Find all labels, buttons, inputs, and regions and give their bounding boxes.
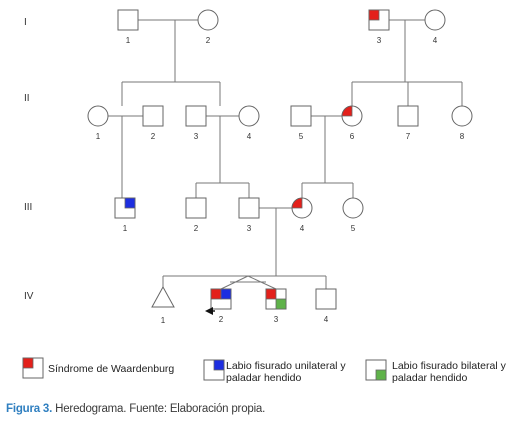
individual-number: 2 (206, 36, 211, 45)
individual-number: 3 (377, 36, 382, 45)
individual-II-3: 3 (185, 105, 207, 141)
legend-label: paladar hendido (392, 372, 467, 384)
legend-item-waardenburg: Síndrome de Waardenburg (22, 357, 174, 379)
individuals: 1 2 3 4 1 2 3 4 5 6 7 8 1 2 3 4 5 1 2 3 4 (87, 9, 473, 325)
individual-II-1: 1 (87, 105, 109, 141)
legend-label: Labio fisurado bilateral y (392, 360, 507, 372)
individual-I-3: 3 (368, 9, 390, 45)
legend: Síndrome de Waardenburg Labio fisurado un… (22, 357, 507, 384)
male-symbol (142, 105, 164, 127)
individual-number: 2 (194, 224, 199, 233)
legend-label: Labio fisurado unilateral y (226, 360, 346, 372)
individual-II-7: 7 (397, 105, 419, 141)
individual-number: 5 (299, 132, 304, 141)
individual-number: 1 (161, 316, 166, 325)
individual-III-4: 4 (291, 197, 313, 233)
individual-number: 4 (247, 132, 252, 141)
proband-arrow-head (205, 307, 213, 315)
individual-number: 4 (433, 36, 438, 45)
individual-number: 3 (247, 224, 252, 233)
individual-III-3: 3 (238, 197, 260, 233)
male-symbol (397, 105, 419, 127)
generation-label-II: II (24, 93, 30, 104)
trait-labio_unilateral (124, 197, 136, 209)
female-symbol (238, 105, 260, 127)
trait-labio_bilateral (275, 298, 287, 310)
individual-number: 4 (300, 224, 305, 233)
caption-text: Heredograma. Fuente: Elaboración propia. (52, 403, 266, 415)
individual-number: 7 (406, 132, 411, 141)
legend-label: paladar hendido (226, 372, 301, 384)
individual-number: 1 (126, 36, 131, 45)
individual-II-6: 6 (341, 105, 363, 141)
individual-number: 1 (96, 132, 101, 141)
individual-number: 2 (219, 315, 224, 324)
male-symbol (238, 197, 260, 219)
legend-label: Síndrome de Waardenburg (48, 363, 174, 375)
male-symbol (117, 9, 139, 31)
trait-waardenburg (368, 9, 380, 21)
legend-swatch (375, 369, 387, 381)
individual-IV-3: 3 (265, 288, 287, 324)
individual-I-2: 2 (197, 9, 219, 45)
individual-I-1: 1 (117, 9, 139, 45)
individual-II-4: 4 (238, 105, 260, 141)
generation-label-I: I (24, 17, 27, 28)
male-symbol (185, 105, 207, 127)
individual-IV-1: 1 (151, 285, 175, 325)
figure-caption: Figura 3. Heredograma. Fuente: Elaboraci… (6, 403, 265, 415)
individual-III-2: 2 (185, 197, 207, 233)
individual-II-8: 8 (451, 105, 473, 141)
trait-waardenburg (341, 105, 353, 117)
individual-number: 5 (351, 224, 356, 233)
generation-label-III: III (24, 202, 32, 213)
female-symbol (451, 105, 473, 127)
caption-lead: Figura 3. (6, 403, 53, 415)
female-symbol (342, 197, 364, 219)
female-symbol (87, 105, 109, 127)
individual-IV-4: 4 (315, 288, 337, 324)
individual-number: 1 (123, 224, 128, 233)
trait-waardenburg (291, 197, 303, 209)
individual-II-2: 2 (142, 105, 164, 141)
female-symbol (424, 9, 446, 31)
individual-III-1: 1 (114, 197, 136, 233)
unknown-sex-symbol (151, 285, 175, 308)
female-symbol (197, 9, 219, 31)
individual-II-5: 5 (290, 105, 312, 141)
individual-I-4: 4 (424, 9, 446, 45)
male-symbol (185, 197, 207, 219)
relationship-lines (108, 19, 463, 290)
individual-number: 3 (274, 315, 279, 324)
individual-III-5: 5 (342, 197, 364, 233)
male-symbol (315, 288, 337, 310)
trait-waardenburg (265, 288, 277, 300)
male-symbol (290, 105, 312, 127)
individual-IV-2: 2 (205, 288, 232, 324)
trait-labio_unilateral (220, 288, 232, 300)
individual-number: 8 (460, 132, 465, 141)
individual-number: 3 (194, 132, 199, 141)
generation-label-IV: IV (24, 291, 34, 302)
legend-swatch (213, 359, 225, 371)
legend-swatch (22, 357, 34, 369)
individual-number: 4 (324, 315, 329, 324)
individual-number: 6 (350, 132, 355, 141)
trait-waardenburg (210, 288, 222, 300)
individual-number: 2 (151, 132, 156, 141)
